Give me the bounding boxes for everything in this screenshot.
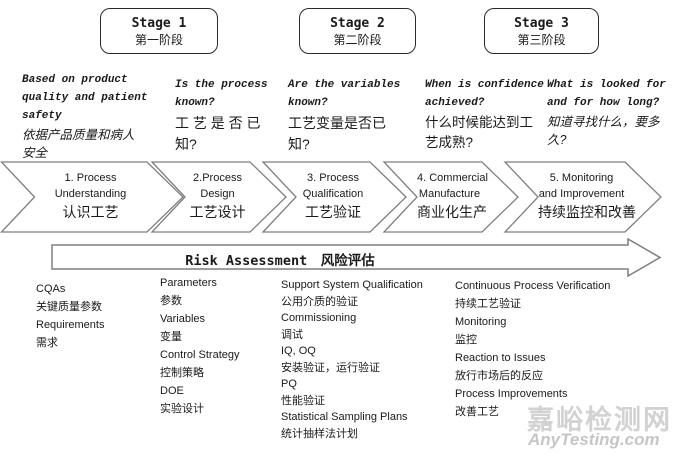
process-step-4-line2: Manufacture [418,188,481,200]
question-3: Are the variables known? 工艺变量是否已 知? [288,76,403,155]
risk-assessment-label: Risk Assessment 风险评估 [185,253,375,269]
process-step-1-line2: Understanding [54,188,127,200]
stage-1-box: Stage 1 第一阶段 [100,8,218,54]
question-5: What is looked for and for how long? 知道寻… [547,76,677,149]
question-4-en: When is confidence achieved? [425,79,544,109]
process-step-3: 3. Process Qualification 工艺验证 [296,170,370,222]
process-step-3-line2: Qualification [302,188,364,200]
question-4-zh: 什么时候能达到工 艺成熟? [425,115,533,150]
question-1: Based on product quality and patient saf… [22,71,164,162]
risk-assessment-arrow [51,237,662,278]
question-1-en: Based on product quality and patient saf… [22,74,148,122]
process-step-2-line1: 2.Process [193,172,242,184]
risk-arrow-shape [51,237,662,278]
question-5-zh: 知道寻找什么，要多 久? [547,115,660,147]
process-step-4-zh: 商业化生产 [417,204,487,220]
process-step-5: 5. Monitoring and Improvement 持续监控和改善 [538,170,636,222]
process-step-1-line1: 1. Process [64,172,117,184]
question-4: When is confidence achieved? 什么时候能达到工 艺成… [425,76,551,153]
question-3-en: Are the variables known? [288,79,401,109]
list-column-monitoring: Continuous Process Verification 持续工艺验证 M… [455,280,611,418]
list-column-qualification: Support System Qualification 公用介质的验证 Com… [281,279,423,440]
process-step-3-zh: 工艺验证 [305,204,361,220]
process-chevron-band [0,161,662,233]
stage-2-title: Stage 2 [330,15,385,31]
question-1-zh: 依据产品质量和病人 安全 [22,128,135,160]
list-column-design: Parameters 参数 Variables 变量 Control Strat… [160,277,240,415]
chevron-3-shape [261,161,407,233]
stage-2-box: Stage 2 第二阶段 [299,8,416,54]
watermark-site-name: 嘉峪检测网 [527,405,672,435]
process-step-5-line1: 5. Monitoring [549,172,614,184]
question-5-en: What is looked for and for how long? [547,79,666,109]
stage-1-title: Stage 1 [131,15,187,31]
chevron-4-shape [382,161,519,233]
watermark-site-url: AnyTesting.com [528,430,660,449]
stage-3-box: Stage 3 第三阶段 [484,8,599,54]
stage-2-subtitle: 第二阶段 [333,32,382,47]
process-step-4-line1: 4. Commercial [417,172,488,184]
process-step-2: 2.Process Design 工艺设计 [185,170,250,222]
list-column-stage1: CQAs 关键质量参数 Requirements 需求 [36,283,105,349]
chevron-5-shape [503,161,662,233]
question-3-zh: 工艺变量是否已 知? [288,115,386,152]
process-step-4: 4. Commercial Manufacture 商业化生产 [417,170,488,222]
stage-1-subtitle: 第一阶段 [134,32,183,47]
stage-3-subtitle: 第三阶段 [517,32,566,47]
chevron-2-shape [150,161,287,233]
process-step-3-line1: 3. Process [307,172,359,184]
process-step-1-zh: 认识工艺 [62,204,119,220]
process-step-5-line2: and Improvement [538,188,625,200]
stage-3-title: Stage 3 [514,15,569,31]
process-step-5-zh: 持续监控和改善 [538,204,636,220]
process-step-2-zh: 工艺设计 [189,204,246,220]
question-2-zh: 工 艺 是 否 已 知? [175,115,261,152]
process-step-1: 1. Process Understanding 认识工艺 [34,170,147,222]
question-2: Is the process known? 工 艺 是 否 已 知? [175,76,283,155]
process-step-2-line2: Design [200,188,235,200]
chevron-1-shape [0,161,184,233]
question-2-en: Is the process known? [175,79,268,109]
